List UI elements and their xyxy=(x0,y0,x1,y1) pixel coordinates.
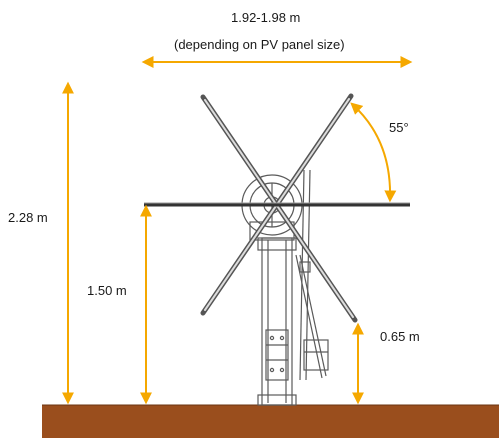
panel-tilted-inner xyxy=(204,98,354,318)
tilt-angle-label: 55° xyxy=(389,120,409,135)
width-range-label: 1.92-1.98 m xyxy=(231,10,301,25)
axis-height-label: 1.50 m xyxy=(87,283,127,298)
total-height-label: 2.28 m xyxy=(8,210,48,225)
width-note-label: (depending on PV panel size) xyxy=(174,37,345,52)
support-post xyxy=(257,237,297,406)
ground-block xyxy=(42,405,499,438)
tilt-angle-arc xyxy=(350,102,397,203)
ground-clearance-label: 0.65 m xyxy=(380,329,420,344)
